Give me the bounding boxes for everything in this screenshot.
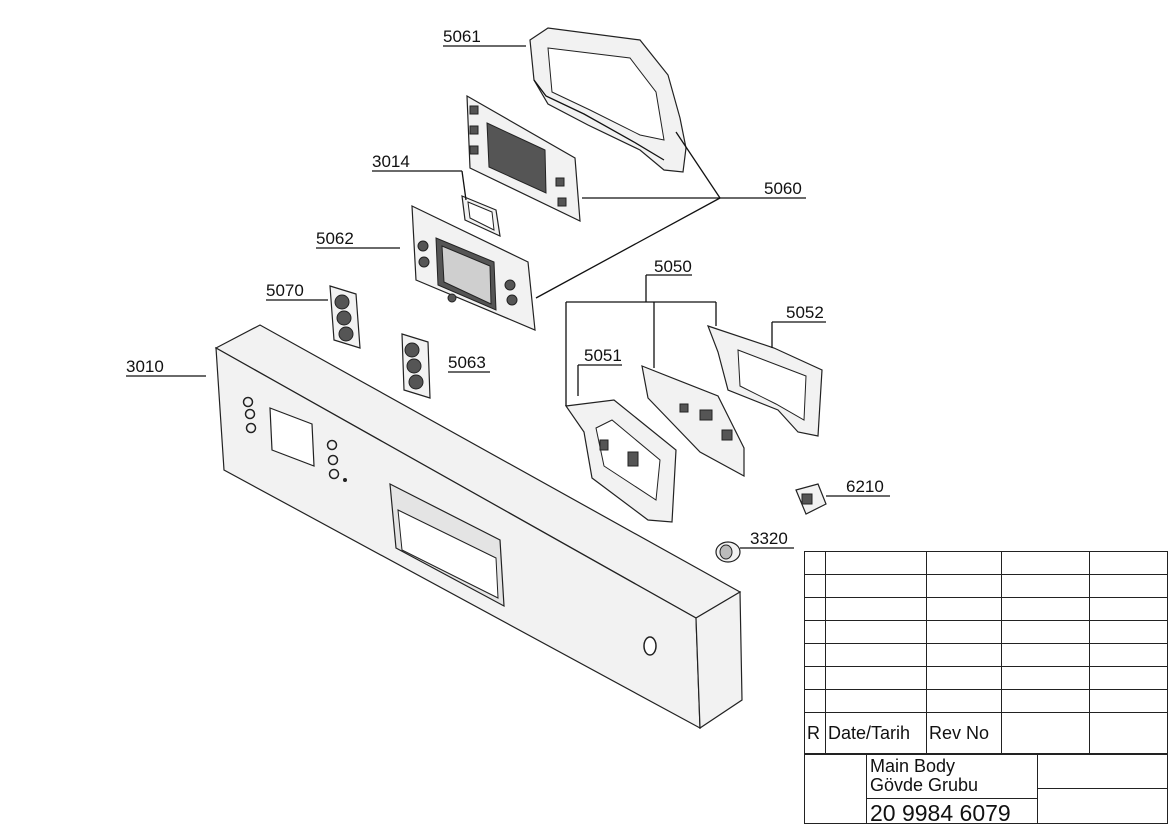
part-3014-window [461,195,501,238]
callout-5070: 5070 [266,281,304,300]
title-english: Main Body [870,756,956,776]
part-5070-button-block [329,285,361,349]
callout-5052: 5052 [786,303,824,322]
revision-row [804,689,1168,713]
rev-no-column-label: Rev No [926,712,1002,754]
callout-3010: 3010 [126,357,164,376]
part-6210-component [795,483,827,515]
revision-row [804,643,1168,667]
callout-3014: 3014 [372,152,410,171]
date-column-label: Date/Tarih [825,712,927,754]
part-5051-bracket [564,399,677,523]
part-5060-pcb-upper [466,94,581,222]
callout-6210: 6210 [846,477,884,496]
callout-5060: 5060 [764,179,802,198]
leader-lines [126,45,890,549]
revision-row [804,620,1168,644]
callout-5051: 5051 [584,346,622,365]
part-5052-cover [706,325,823,437]
title-block: Main Body Gövde Grubu 20 9984 6079 [804,754,1168,826]
callout-5062: 5062 [316,229,354,248]
drawing-number: 20 9984 6079 [870,800,1011,826]
part-3010-control-panel [214,324,743,730]
callout-5050: 5050 [654,257,692,276]
callout-3320: 3320 [750,529,788,548]
revision-row [804,574,1168,598]
part-5062-display-board [411,205,536,331]
part-3320-cap [715,541,741,563]
callout-5061: 5061 [443,27,481,46]
callout-5063: 5063 [448,353,486,372]
part-5061-frame [529,27,687,173]
revision-header-row: R Date/Tarih Rev No [804,712,1168,754]
revision-table: R Date/Tarih Rev No [804,551,1168,754]
revision-row [804,551,1168,575]
r-column-label: R [804,712,826,754]
part-5050-main-pcb [641,365,745,478]
revision-row [804,666,1168,690]
revision-row [804,597,1168,621]
title-turkish: Gövde Grubu [870,775,979,795]
part-5063-button-block [401,333,431,399]
